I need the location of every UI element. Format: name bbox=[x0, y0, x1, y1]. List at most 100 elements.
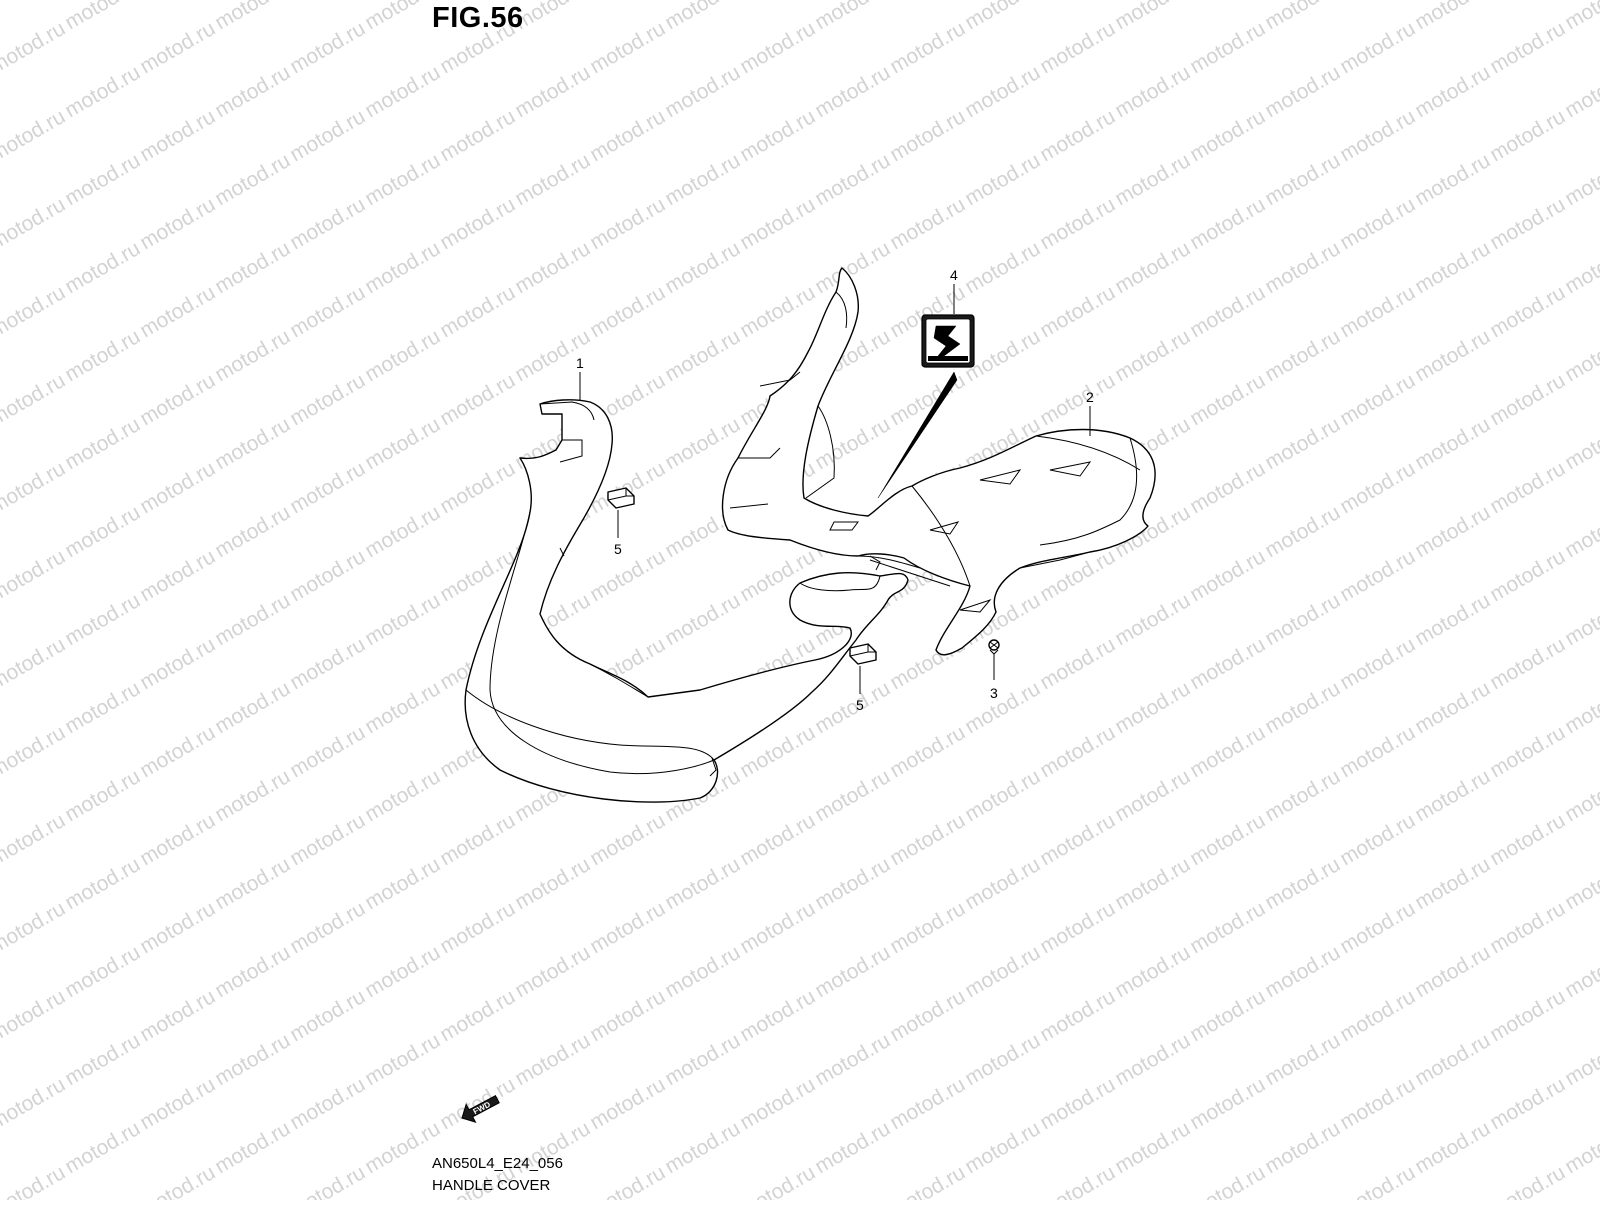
watermark-text: motod.ru bbox=[61, 1117, 144, 1178]
watermark-text: motod.ru bbox=[811, 413, 894, 474]
watermark-text: motod.ru bbox=[961, 61, 1044, 122]
watermark-text: motod.ru bbox=[136, 545, 219, 606]
watermark-text: motod.ru bbox=[1186, 193, 1269, 254]
watermark-text: motod.ru bbox=[211, 61, 294, 122]
figure-caption: HANDLE COVER bbox=[432, 1177, 551, 1194]
watermark-text: motod.ru bbox=[1411, 149, 1494, 210]
watermark-text: motod.ru bbox=[1411, 941, 1494, 1002]
watermark-text: motod.ru bbox=[1486, 721, 1569, 782]
watermark-text: motod.ru bbox=[886, 1161, 969, 1200]
watermark-text: motod.ru bbox=[1111, 61, 1194, 122]
watermark-text: motod.ru bbox=[1336, 369, 1419, 430]
watermark-text: motod.ru bbox=[1261, 765, 1344, 826]
watermark-text: motod.ru bbox=[1411, 501, 1494, 562]
watermark-text: motod.ru bbox=[1261, 589, 1344, 650]
watermark-text: motod.ru bbox=[1111, 325, 1194, 386]
watermark-text: motod.ru bbox=[211, 677, 294, 738]
watermark-text: motod.ru bbox=[61, 677, 144, 738]
watermark-text: motod.ru bbox=[1561, 413, 1600, 474]
watermark-text: motod.ru bbox=[661, 149, 744, 210]
watermark-text: motod.ru bbox=[136, 105, 219, 166]
watermark-text: motod.ru bbox=[436, 105, 519, 166]
watermark-text: motod.ru bbox=[1336, 545, 1419, 606]
watermark-text: motod.ru bbox=[586, 809, 669, 870]
watermark-text: motod.ru bbox=[0, 721, 69, 782]
watermark-text: motod.ru bbox=[1336, 105, 1419, 166]
watermark-text: motod.ru bbox=[1111, 0, 1194, 34]
watermark-text: motod.ru bbox=[1486, 985, 1569, 1046]
watermark-text: motod.ru bbox=[286, 1161, 369, 1200]
watermark-text: motod.ru bbox=[286, 897, 369, 958]
watermark-text: motod.ru bbox=[136, 809, 219, 870]
watermark-text: motod.ru bbox=[1561, 325, 1600, 386]
watermark-text: motod.ru bbox=[1111, 677, 1194, 738]
watermark-text: motod.ru bbox=[1561, 765, 1600, 826]
watermark-text: motod.ru bbox=[1561, 1029, 1600, 1090]
watermark-text: motod.ru bbox=[1411, 325, 1494, 386]
watermark-text: motod.ru bbox=[61, 0, 144, 34]
watermark-text: motod.ru bbox=[1336, 809, 1419, 870]
watermark-text: motod.ru bbox=[511, 149, 594, 210]
part-ref-4: 4 bbox=[950, 267, 958, 283]
part-ref-3: 3 bbox=[990, 685, 998, 701]
watermark-text: motod.ru bbox=[736, 281, 819, 342]
watermark-text: motod.ru bbox=[286, 281, 369, 342]
watermark-text: motod.ru bbox=[361, 61, 444, 122]
part-ref-5-lower: 5 bbox=[856, 697, 864, 713]
watermark-text: motod.ru bbox=[0, 281, 69, 342]
watermark-text: motod.ru bbox=[961, 765, 1044, 826]
watermark-text: motod.ru bbox=[211, 853, 294, 914]
part-ref-1: 1 bbox=[576, 355, 584, 371]
watermark-text: motod.ru bbox=[136, 17, 219, 78]
watermark-text: motod.ru bbox=[286, 633, 369, 694]
watermark-text: motod.ru bbox=[136, 985, 219, 1046]
watermark-text: motod.ru bbox=[1336, 897, 1419, 958]
watermark-text: motod.ru bbox=[136, 1161, 219, 1200]
watermark-text: motod.ru bbox=[1261, 501, 1344, 562]
watermark-text: motod.ru bbox=[1036, 897, 1119, 958]
watermark-text: motod.ru bbox=[1186, 281, 1269, 342]
watermark-text: motod.ru bbox=[0, 897, 69, 958]
watermark-text: motod.ru bbox=[811, 0, 894, 34]
watermark-text: motod.ru bbox=[586, 1161, 669, 1200]
watermark-text: motod.ru bbox=[61, 325, 144, 386]
watermark-text: motod.ru bbox=[61, 501, 144, 562]
watermark-text: motod.ru bbox=[886, 105, 969, 166]
watermark-text: motod.ru bbox=[1261, 853, 1344, 914]
watermark-text: motod.ru bbox=[511, 941, 594, 1002]
watermark-text: motod.ru bbox=[361, 1029, 444, 1090]
watermark-text: motod.ru bbox=[436, 457, 519, 518]
watermark-text: motod.ru bbox=[811, 853, 894, 914]
watermark-text: motod.ru bbox=[1036, 1161, 1119, 1200]
watermark-text: motod.ru bbox=[661, 0, 744, 34]
watermark-text: motod.ru bbox=[136, 897, 219, 958]
watermark-text: motod.ru bbox=[1261, 677, 1344, 738]
watermark-text: motod.ru bbox=[961, 149, 1044, 210]
watermark-text: motod.ru bbox=[361, 853, 444, 914]
watermark-text: motod.ru bbox=[1261, 61, 1344, 122]
watermark-text: motod.ru bbox=[586, 545, 669, 606]
watermark-text: motod.ru bbox=[361, 149, 444, 210]
watermark-text: motod.ru bbox=[61, 853, 144, 914]
watermark-text: motod.ru bbox=[211, 325, 294, 386]
watermark-text: motod.ru bbox=[286, 985, 369, 1046]
watermark-text: motod.ru bbox=[661, 589, 744, 650]
watermark-text: motod.ru bbox=[1486, 809, 1569, 870]
watermark-text: motod.ru bbox=[211, 413, 294, 474]
watermark-text: motod.ru bbox=[1411, 765, 1494, 826]
watermark-text: motod.ru bbox=[1486, 545, 1569, 606]
watermark-text: motod.ru bbox=[1336, 457, 1419, 518]
watermark-text: motod.ru bbox=[961, 941, 1044, 1002]
watermark-text: motod.ru bbox=[436, 985, 519, 1046]
watermark-text: motod.ru bbox=[511, 1029, 594, 1090]
watermark-text: motod.ru bbox=[736, 1161, 819, 1200]
screw bbox=[988, 639, 1000, 655]
watermark-text: motod.ru bbox=[61, 237, 144, 298]
watermark-text: motod.ru bbox=[1036, 193, 1119, 254]
watermark-text: motod.ru bbox=[1486, 193, 1569, 254]
watermark-text: motod.ru bbox=[1486, 105, 1569, 166]
watermark-text: motod.ru bbox=[361, 941, 444, 1002]
watermark-text: motod.ru bbox=[136, 281, 219, 342]
watermark-text: motod.ru bbox=[1111, 1029, 1194, 1090]
